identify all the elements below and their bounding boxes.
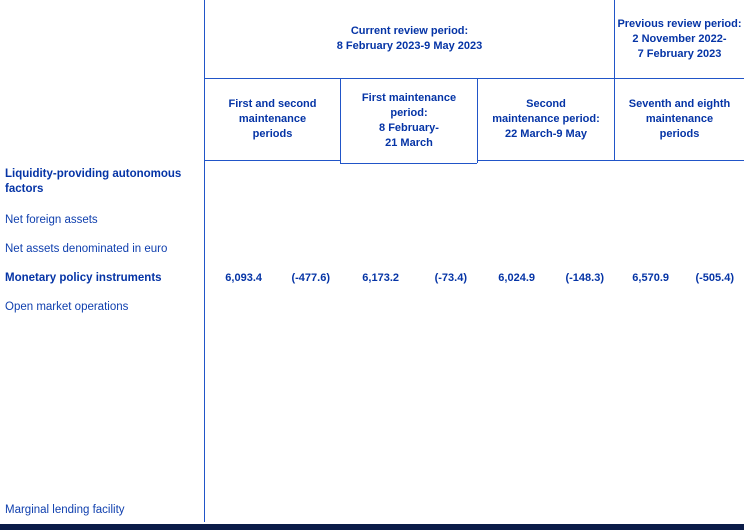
value-cell: (-477.6) <box>291 272 330 284</box>
previous-review-period-header: Previous review period: 2 November 2022-… <box>617 17 742 60</box>
table-border-header-bottom-3 <box>477 160 744 161</box>
subheader-second-maintenance-period: Second maintenance period: 22 March-9 Ma… <box>492 98 600 140</box>
value-cell: 6,024.9 <box>498 272 535 284</box>
table-border-header-bottom-2 <box>340 163 477 164</box>
subheader-first-maintenance-period: First maintenance period: 8 February- 21… <box>361 92 457 149</box>
table-border-header-top <box>204 78 744 79</box>
value-cell: (-505.4) <box>695 272 734 284</box>
row-label-open-market-operations: Open market operations <box>5 301 129 313</box>
row-label-net-foreign-assets: Net foreign assets <box>5 214 98 226</box>
table-border-subcol-2 <box>477 78 478 163</box>
row-label-monetary-policy-instruments: Monetary policy instruments <box>5 272 162 284</box>
table-border-previous-period <box>614 0 615 160</box>
row-label-marginal-lending-facility: Marginal lending facility <box>5 504 125 516</box>
value-cell: 6,570.9 <box>632 272 669 284</box>
table-border-left-column <box>204 0 205 522</box>
value-cell: 6,093.4 <box>225 272 262 284</box>
table-border-subcol-1 <box>340 78 341 163</box>
row-label-liquidity-providing-autonomous-factors: Liquidity-providing autonomous factors <box>5 168 182 195</box>
table-border-header-bottom-1 <box>204 160 341 161</box>
subheader-first-and-second-maintenance-periods: First and second maintenance periods <box>228 98 317 140</box>
row-label-net-assets-denominated-in-euro: Net assets denominated in euro <box>5 243 168 255</box>
monetary-policy-instruments-values-row: 6,093.4 (-477.6) 6,173.2 (-73.4) 6,024.9… <box>204 270 744 286</box>
current-review-period-header: Current review period: 8 February 2023-9… <box>336 25 483 52</box>
value-cell: (-73.4) <box>434 272 467 284</box>
value-cell: (-148.3) <box>565 272 604 284</box>
value-cell: 6,173.2 <box>362 272 399 284</box>
subheader-seventh-and-eighth-maintenance-periods: Seventh and eighth maintenance periods <box>628 98 731 140</box>
table-bottom-band <box>0 524 744 530</box>
